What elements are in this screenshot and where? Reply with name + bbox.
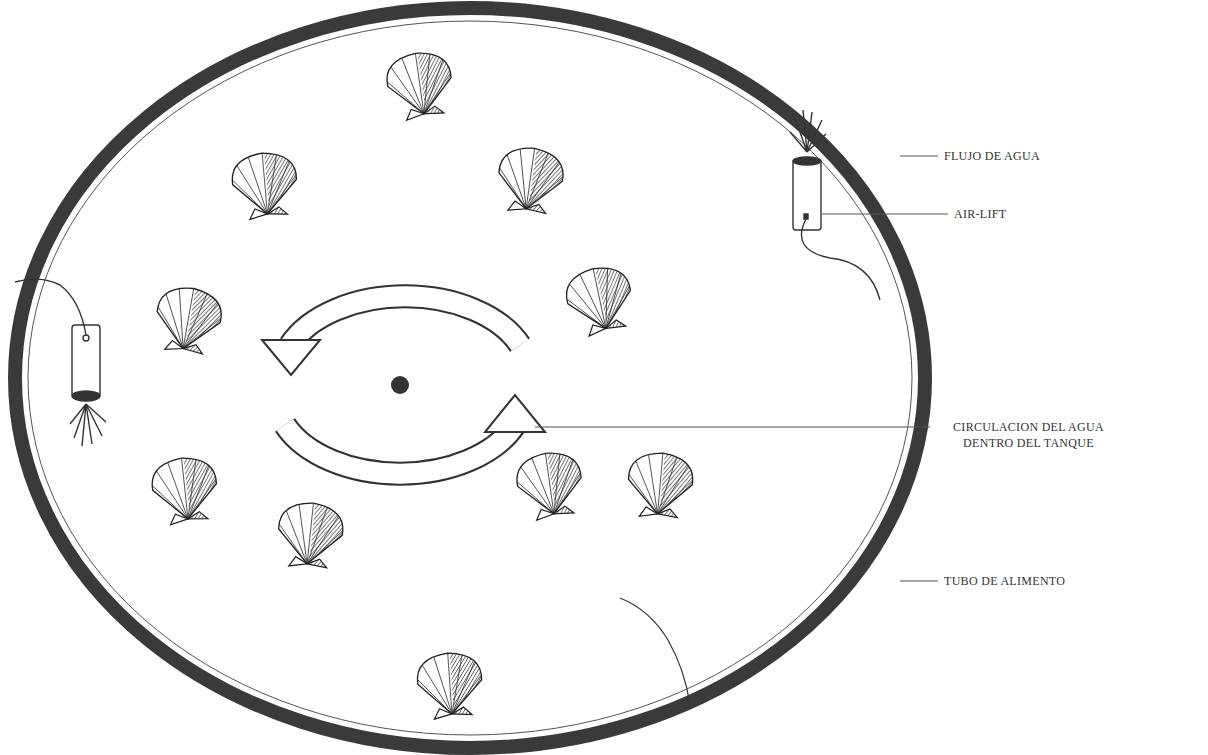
callout-label: TUBO DE ALIMENTO bbox=[942, 573, 1067, 589]
callout-label: FLUJO DE AGUA bbox=[942, 148, 1042, 164]
callout-label: AIR-LIFT bbox=[952, 206, 1008, 222]
callout-label: CIRCULACION DEL AGUA DENTRO DEL TANQUE bbox=[934, 419, 1123, 451]
